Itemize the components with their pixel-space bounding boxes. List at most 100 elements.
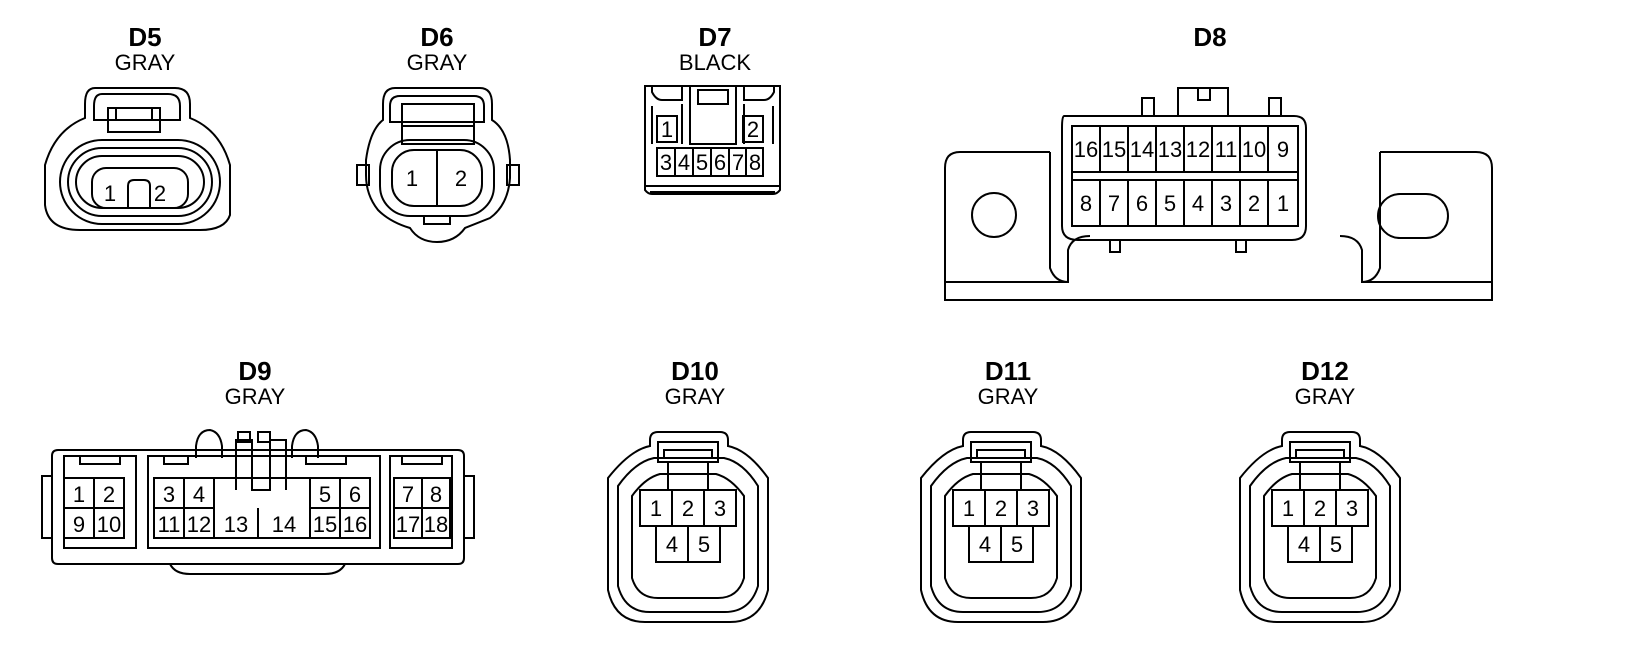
connector-color: BLACK	[678, 50, 752, 75]
pin-label: 2	[1248, 191, 1260, 216]
pin-label: 2	[747, 117, 759, 142]
pin-label: 7	[1108, 191, 1120, 216]
connector-code: D12	[1301, 356, 1349, 386]
pin-label: 1	[1282, 496, 1294, 521]
pin-label: 12	[187, 512, 211, 537]
connector-color: GRAY	[1294, 384, 1356, 409]
connector-code: D6	[420, 22, 454, 52]
pin-label: 2	[1314, 496, 1326, 521]
pin-label: 6	[349, 482, 361, 507]
connector-code: D8	[1193, 22, 1227, 52]
pin-label: 2	[103, 482, 115, 507]
pin-label: 6	[714, 150, 726, 175]
pin-label: 5	[1164, 191, 1176, 216]
pin-label: 11	[1215, 137, 1238, 162]
pin-label: 5	[696, 150, 708, 175]
pin-label: 4	[666, 532, 678, 557]
pin-label: 7	[402, 482, 414, 507]
pin-label: 3	[1346, 496, 1358, 521]
pin-label: 12	[1186, 137, 1210, 162]
pin-label: 1	[73, 482, 85, 507]
connector-d6: D6 GRAY 1 2	[0, 0, 520, 244]
pin-label: 10	[1242, 137, 1266, 162]
connector-color: GRAY	[224, 384, 286, 409]
pin-label: 4	[979, 532, 991, 557]
pin-label: 14	[1130, 137, 1154, 162]
pin-label: 3	[1220, 191, 1232, 216]
connector-d8: D8	[0, 0, 1493, 301]
pin-label: 15	[1102, 137, 1126, 162]
connector-d12: D12 GRAY 1 2 3 4 5	[0, 0, 1401, 623]
connector-d9: D9 GRAY 1	[0, 0, 475, 575]
connector-d5: D5 GRAY 1 2	[0, 0, 231, 231]
connector-color: GRAY	[114, 50, 176, 75]
pin-label: 5	[1330, 532, 1342, 557]
pin-label: 16	[343, 512, 367, 537]
pin-label: 7	[732, 150, 744, 175]
pin-label: 4	[1298, 532, 1310, 557]
connector-color: GRAY	[664, 384, 726, 409]
pin-label: 11	[158, 512, 181, 537]
pin-label: 1	[963, 496, 975, 521]
pin-label: 2	[455, 166, 467, 191]
pin-label: 9	[1277, 137, 1289, 162]
pin-label: 13	[1158, 137, 1182, 162]
pin-label: 1	[1277, 191, 1289, 216]
connector-code: D11	[984, 356, 1032, 386]
pin-label: 14	[272, 512, 296, 537]
connector-color: GRAY	[977, 384, 1039, 409]
pin-label: 8	[430, 482, 442, 507]
connector-d7: D7 BLACK 1 2 3 4 5 6 7 8	[0, 0, 781, 195]
pin-label: 3	[163, 482, 175, 507]
pin-label: 3	[714, 496, 726, 521]
pin-label: 16	[1074, 137, 1098, 162]
connector-d11: D11 GRAY 1 2 3 4 5	[0, 0, 1082, 623]
pin-label: 9	[73, 512, 85, 537]
pin-label: 5	[1011, 532, 1023, 557]
connector-color: GRAY	[406, 50, 468, 75]
pin-label: 3	[660, 150, 672, 175]
connector-d10: D10 GRAY 1 2 3 4 5	[0, 0, 769, 623]
connector-code: D10	[671, 356, 719, 386]
connector-code: D7	[698, 22, 732, 52]
pin-label: 4	[1192, 191, 1204, 216]
pin-label: 1	[104, 181, 116, 206]
connector-code: D5	[128, 22, 162, 52]
pin-label: 4	[193, 482, 205, 507]
pin-label: 5	[319, 482, 331, 507]
pin-label: 10	[97, 512, 121, 537]
pin-label: 3	[1027, 496, 1039, 521]
pin-label: 1	[406, 166, 418, 191]
pin-label: 18	[424, 512, 448, 537]
pin-label: 2	[682, 496, 694, 521]
pin-label: 13	[224, 512, 248, 537]
pin-label: 6	[1136, 191, 1148, 216]
pin-label: 15	[313, 512, 337, 537]
pin-label: 1	[661, 117, 673, 142]
pin-label: 5	[698, 532, 710, 557]
pin-label: 1	[650, 496, 662, 521]
pin-label: 4	[678, 150, 690, 175]
pin-label: 8	[749, 150, 761, 175]
pin-label: 2	[154, 181, 166, 206]
pin-label: 17	[396, 512, 420, 537]
pin-label: 2	[995, 496, 1007, 521]
connector-code: D9	[238, 356, 272, 386]
pin-label: 8	[1080, 191, 1092, 216]
